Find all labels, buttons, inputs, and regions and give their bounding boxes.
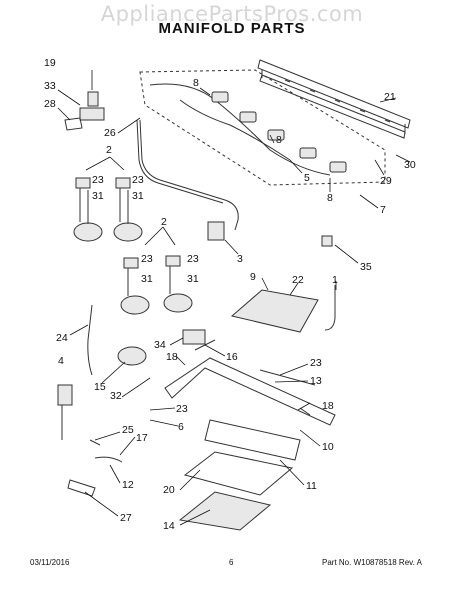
callout-35: 35 [360, 261, 372, 273]
switch-4 [57, 384, 73, 406]
callout-23: 23 [310, 357, 322, 369]
small-parts [67, 439, 123, 497]
callout-3: 3 [237, 253, 243, 265]
footer-page: 6 [229, 558, 234, 567]
callout-5: 5 [304, 172, 310, 184]
callout-6: 6 [178, 421, 184, 433]
callout-28: 28 [44, 98, 56, 110]
callout-23: 23 [176, 403, 188, 415]
callout-29: 29 [380, 175, 392, 187]
callout-26: 26 [104, 127, 116, 139]
callout-25: 25 [122, 424, 134, 436]
callout-31: 31 [187, 273, 199, 285]
page-title: MANIFOLD PARTS [158, 20, 306, 37]
callout-23: 23 [141, 253, 153, 265]
callout-2: 2 [161, 216, 167, 228]
manifold-rail [257, 59, 411, 139]
callout-12: 12 [122, 479, 134, 491]
callout-8: 8 [276, 134, 282, 146]
burner-valves [149, 83, 347, 176]
callout-9: 9 [250, 271, 256, 283]
callout-19: 19 [44, 57, 56, 69]
valve-pair-upper [73, 177, 143, 242]
callout-32: 32 [110, 390, 122, 402]
callout-23: 23 [187, 253, 199, 265]
callout-7: 7 [380, 204, 386, 216]
callout-15: 15 [94, 381, 106, 393]
callout-8: 8 [193, 77, 199, 89]
callout-10: 10 [322, 441, 334, 453]
main-manifold [164, 329, 336, 426]
callout-13: 13 [310, 375, 322, 387]
regulator [117, 346, 147, 366]
callout-31: 31 [141, 273, 153, 285]
callout-27: 27 [120, 512, 132, 524]
watermark: AppliancePartsPros.com [100, 2, 364, 26]
clip-35 [321, 235, 333, 247]
callout-23: 23 [132, 174, 144, 186]
tube-24 [87, 304, 93, 376]
footer-date: 03/11/2016 [30, 558, 70, 567]
callout-8: 8 [327, 192, 333, 204]
callout-2: 2 [106, 144, 112, 156]
valve-assembly-outline [139, 69, 386, 186]
callout-14: 14 [163, 520, 175, 532]
callout-34: 34 [154, 339, 166, 351]
gas-line-1 [324, 285, 336, 331]
callout-21: 21 [384, 91, 396, 103]
valve-pair-lower [120, 255, 193, 315]
callout-18: 18 [322, 400, 334, 412]
callout-17: 17 [136, 432, 148, 444]
callout-33: 33 [44, 80, 56, 92]
callout-1: 1 [332, 274, 338, 286]
callout-4: 4 [58, 355, 64, 367]
igniter-parts [64, 91, 105, 131]
callout-24: 24 [56, 332, 68, 344]
heat-shield [230, 289, 319, 333]
leader-lines [57, 70, 411, 526]
callout-31: 31 [132, 190, 144, 202]
callout-16: 16 [226, 351, 238, 363]
bracket-3 [207, 221, 225, 241]
callout-30: 30 [404, 159, 416, 171]
callout-23: 23 [92, 174, 104, 186]
callout-22: 22 [292, 274, 304, 286]
gas-tube [139, 119, 239, 231]
footer-part-number: Part No. W10878518 Rev. A [322, 558, 422, 567]
callout-labels: 19 33 28 26 2 23 31 23 31 8 8 8 21 30 29… [44, 57, 416, 532]
burner-assembly [178, 419, 301, 531]
callout-31: 31 [92, 190, 104, 202]
callout-11: 11 [306, 480, 317, 492]
callout-18: 18 [166, 351, 178, 363]
callout-20: 20 [163, 484, 175, 496]
